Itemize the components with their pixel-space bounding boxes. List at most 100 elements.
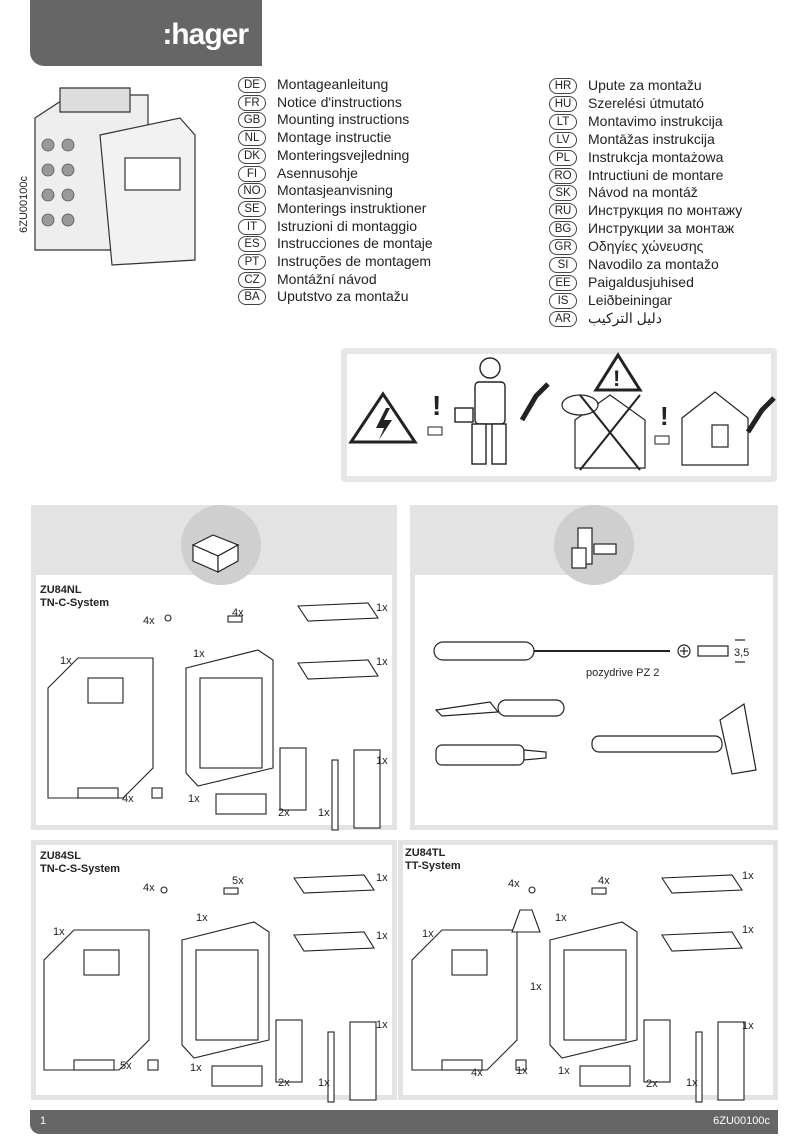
language-code-badge: DE xyxy=(238,77,266,93)
hager-logo: :hager xyxy=(162,18,249,51)
language-code-badge: IS xyxy=(549,292,577,309)
label-card xyxy=(215,793,267,815)
gland-plate-slot xyxy=(661,931,743,952)
knife-blade xyxy=(434,701,500,717)
language-title: Montāžas instrukcija xyxy=(588,130,715,147)
language-code-badge: PL xyxy=(549,149,577,166)
language-code-badge: FR xyxy=(238,94,266,111)
screwdriver-label: pozydrive PZ 2 xyxy=(586,667,659,679)
language-title: Uputstvo za montažu xyxy=(277,288,409,305)
quantity-label: 1x xyxy=(742,1020,754,1032)
cable-plug xyxy=(528,886,536,894)
svg-text:!: ! xyxy=(660,401,669,431)
language-title: Instrucciones de montaje xyxy=(277,235,433,252)
language-code-badge: LV xyxy=(549,131,577,148)
language-code-badge: IT xyxy=(238,218,266,235)
set-title-sl: ZU84SL TN-C-S-System xyxy=(40,850,121,875)
enclosure-base xyxy=(47,657,154,799)
gland-plate-slot xyxy=(297,659,379,680)
terminal-block xyxy=(451,949,488,976)
brand-bar: :hager xyxy=(30,0,262,66)
quantity-label: 1x xyxy=(530,981,542,993)
fixing-screws xyxy=(591,887,607,895)
seal-strip xyxy=(327,1031,335,1103)
knockout-strip xyxy=(717,1021,745,1101)
quantity-label: 1x xyxy=(376,872,388,884)
knockout-strip xyxy=(353,749,381,829)
fixing-screws xyxy=(223,887,239,895)
quantity-label: 1x xyxy=(376,930,388,942)
page-number: 1 xyxy=(40,1115,47,1127)
language-title: Szerelési útmutató xyxy=(588,94,704,111)
terminal-connector xyxy=(515,1059,527,1071)
language-title: Paigaldusjuhised xyxy=(588,273,694,290)
language-title: Návod na montáž xyxy=(588,184,698,201)
quantity-label: 5x xyxy=(120,1060,132,1072)
set-title-nl: ZU84NL TN-C-System xyxy=(40,584,110,609)
hammer-handle xyxy=(591,735,723,753)
language-title: Notice d'instructions xyxy=(277,93,402,110)
quantity-label: 4x xyxy=(508,878,520,890)
lid-window xyxy=(195,949,259,1041)
quantity-label: 1x xyxy=(376,1019,388,1031)
language-title: Montážní návod xyxy=(277,270,377,287)
enclosure-base xyxy=(43,929,150,1071)
set-title-tl: ZU84TL TT-System xyxy=(405,847,461,872)
terminal-connector xyxy=(151,787,163,799)
quantity-label: 1x xyxy=(188,793,200,805)
seal-strip xyxy=(695,1031,703,1103)
language-title: Monteringsvejledning xyxy=(277,146,410,163)
quantity-label: 4x xyxy=(143,882,155,894)
language-title: Montavimo instrukcija xyxy=(588,112,723,129)
footer-document-code: 6ZU00100c xyxy=(713,1115,770,1127)
language-code-badge: RU xyxy=(549,203,577,220)
language-code-badge: AR xyxy=(549,310,577,327)
quantity-label: 1x xyxy=(60,655,72,667)
quantity-label: 1x xyxy=(196,912,208,924)
cable-plug xyxy=(164,614,172,622)
language-title: Intructiuni de montare xyxy=(588,166,724,183)
language-title: Istruzioni di montaggio xyxy=(277,217,418,234)
quantity-label: 4x xyxy=(122,793,134,805)
checkmark-icon xyxy=(519,382,550,422)
gland-plate-round xyxy=(661,874,743,894)
language-code-badge: NO xyxy=(238,183,266,200)
quantity-label: 1x xyxy=(516,1065,528,1077)
language-title: Инструкция по монтажу xyxy=(588,202,743,219)
language-code-badge: HR xyxy=(549,78,577,94)
seal-strip xyxy=(331,759,339,831)
language-code-badge: SK xyxy=(549,185,577,202)
language-title: Montageanleitung xyxy=(277,76,389,92)
language-title: Montasjeanvisning xyxy=(277,182,393,199)
language-title: Instruções de montagem xyxy=(277,253,432,269)
quantity-label: 2x xyxy=(278,1077,290,1089)
blade-width-label: 3,5 xyxy=(734,647,749,659)
terminal-block xyxy=(87,677,124,704)
indoor-house-icon xyxy=(681,391,749,466)
mounting-rail xyxy=(77,787,119,799)
lid-window xyxy=(563,949,627,1041)
terminal-connector xyxy=(147,1059,159,1071)
warning-triangle-icon xyxy=(593,352,643,392)
language-title: Monterings instruktioner xyxy=(277,199,427,216)
language-code-badge: BA xyxy=(238,289,266,306)
language-title: Mounting instructions xyxy=(277,111,410,128)
language-code-badge: FI xyxy=(238,165,266,182)
quantity-label: 4x xyxy=(232,607,244,619)
membrane-strip xyxy=(279,747,307,811)
language-code-badge: ES xyxy=(238,236,266,253)
language-title: Οδηγίες χώνευσης xyxy=(588,238,704,255)
language-title: دليل التركيب xyxy=(588,309,662,326)
quantity-label: 4x xyxy=(143,615,155,627)
exclamation-icon: ! xyxy=(432,390,441,421)
gland-plate-round xyxy=(293,874,375,894)
language-title: Leiðbeiningar xyxy=(588,291,673,308)
quantity-label: 1x xyxy=(742,924,754,936)
mounting-rail xyxy=(441,1059,483,1071)
language-code-badge: SI xyxy=(549,257,577,273)
language-code-badge: RO xyxy=(549,167,577,184)
language-code-badge: SE xyxy=(238,200,266,217)
